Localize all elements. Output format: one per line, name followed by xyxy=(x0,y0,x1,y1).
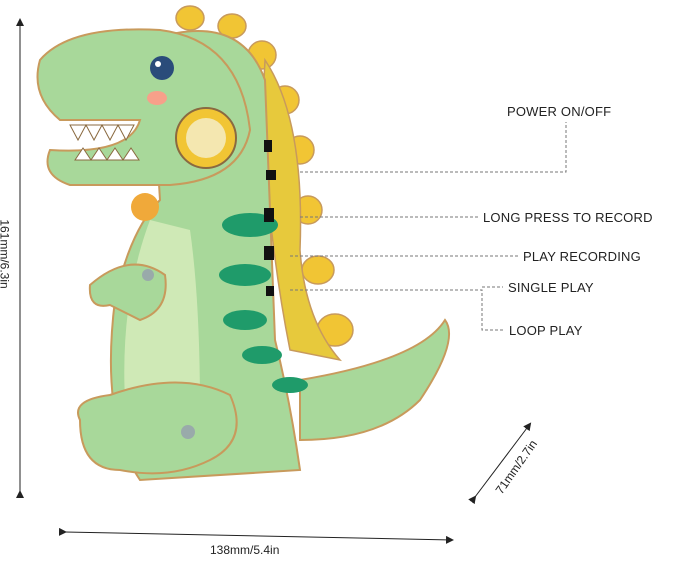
height-dimension: 161mm/6.3in xyxy=(0,219,12,289)
body-spots xyxy=(219,213,308,393)
callout-lines xyxy=(290,122,567,331)
callout-single-play: SINGLE PLAY xyxy=(508,280,594,295)
callout-record: LONG PRESS TO RECORD xyxy=(483,210,653,225)
arm xyxy=(88,263,167,322)
width-dimension: 138mm/5.4in xyxy=(210,543,280,557)
eye xyxy=(150,56,174,80)
tail xyxy=(299,318,451,442)
control-buttons xyxy=(264,140,276,296)
depth-arrow xyxy=(468,422,532,505)
width-arrow xyxy=(58,527,454,544)
callout-loop-play: LOOP PLAY xyxy=(509,323,583,338)
callout-power: POWER ON/OFF xyxy=(507,104,612,119)
leg xyxy=(77,381,238,475)
callout-play-recording: PLAY RECORDING xyxy=(523,249,641,264)
